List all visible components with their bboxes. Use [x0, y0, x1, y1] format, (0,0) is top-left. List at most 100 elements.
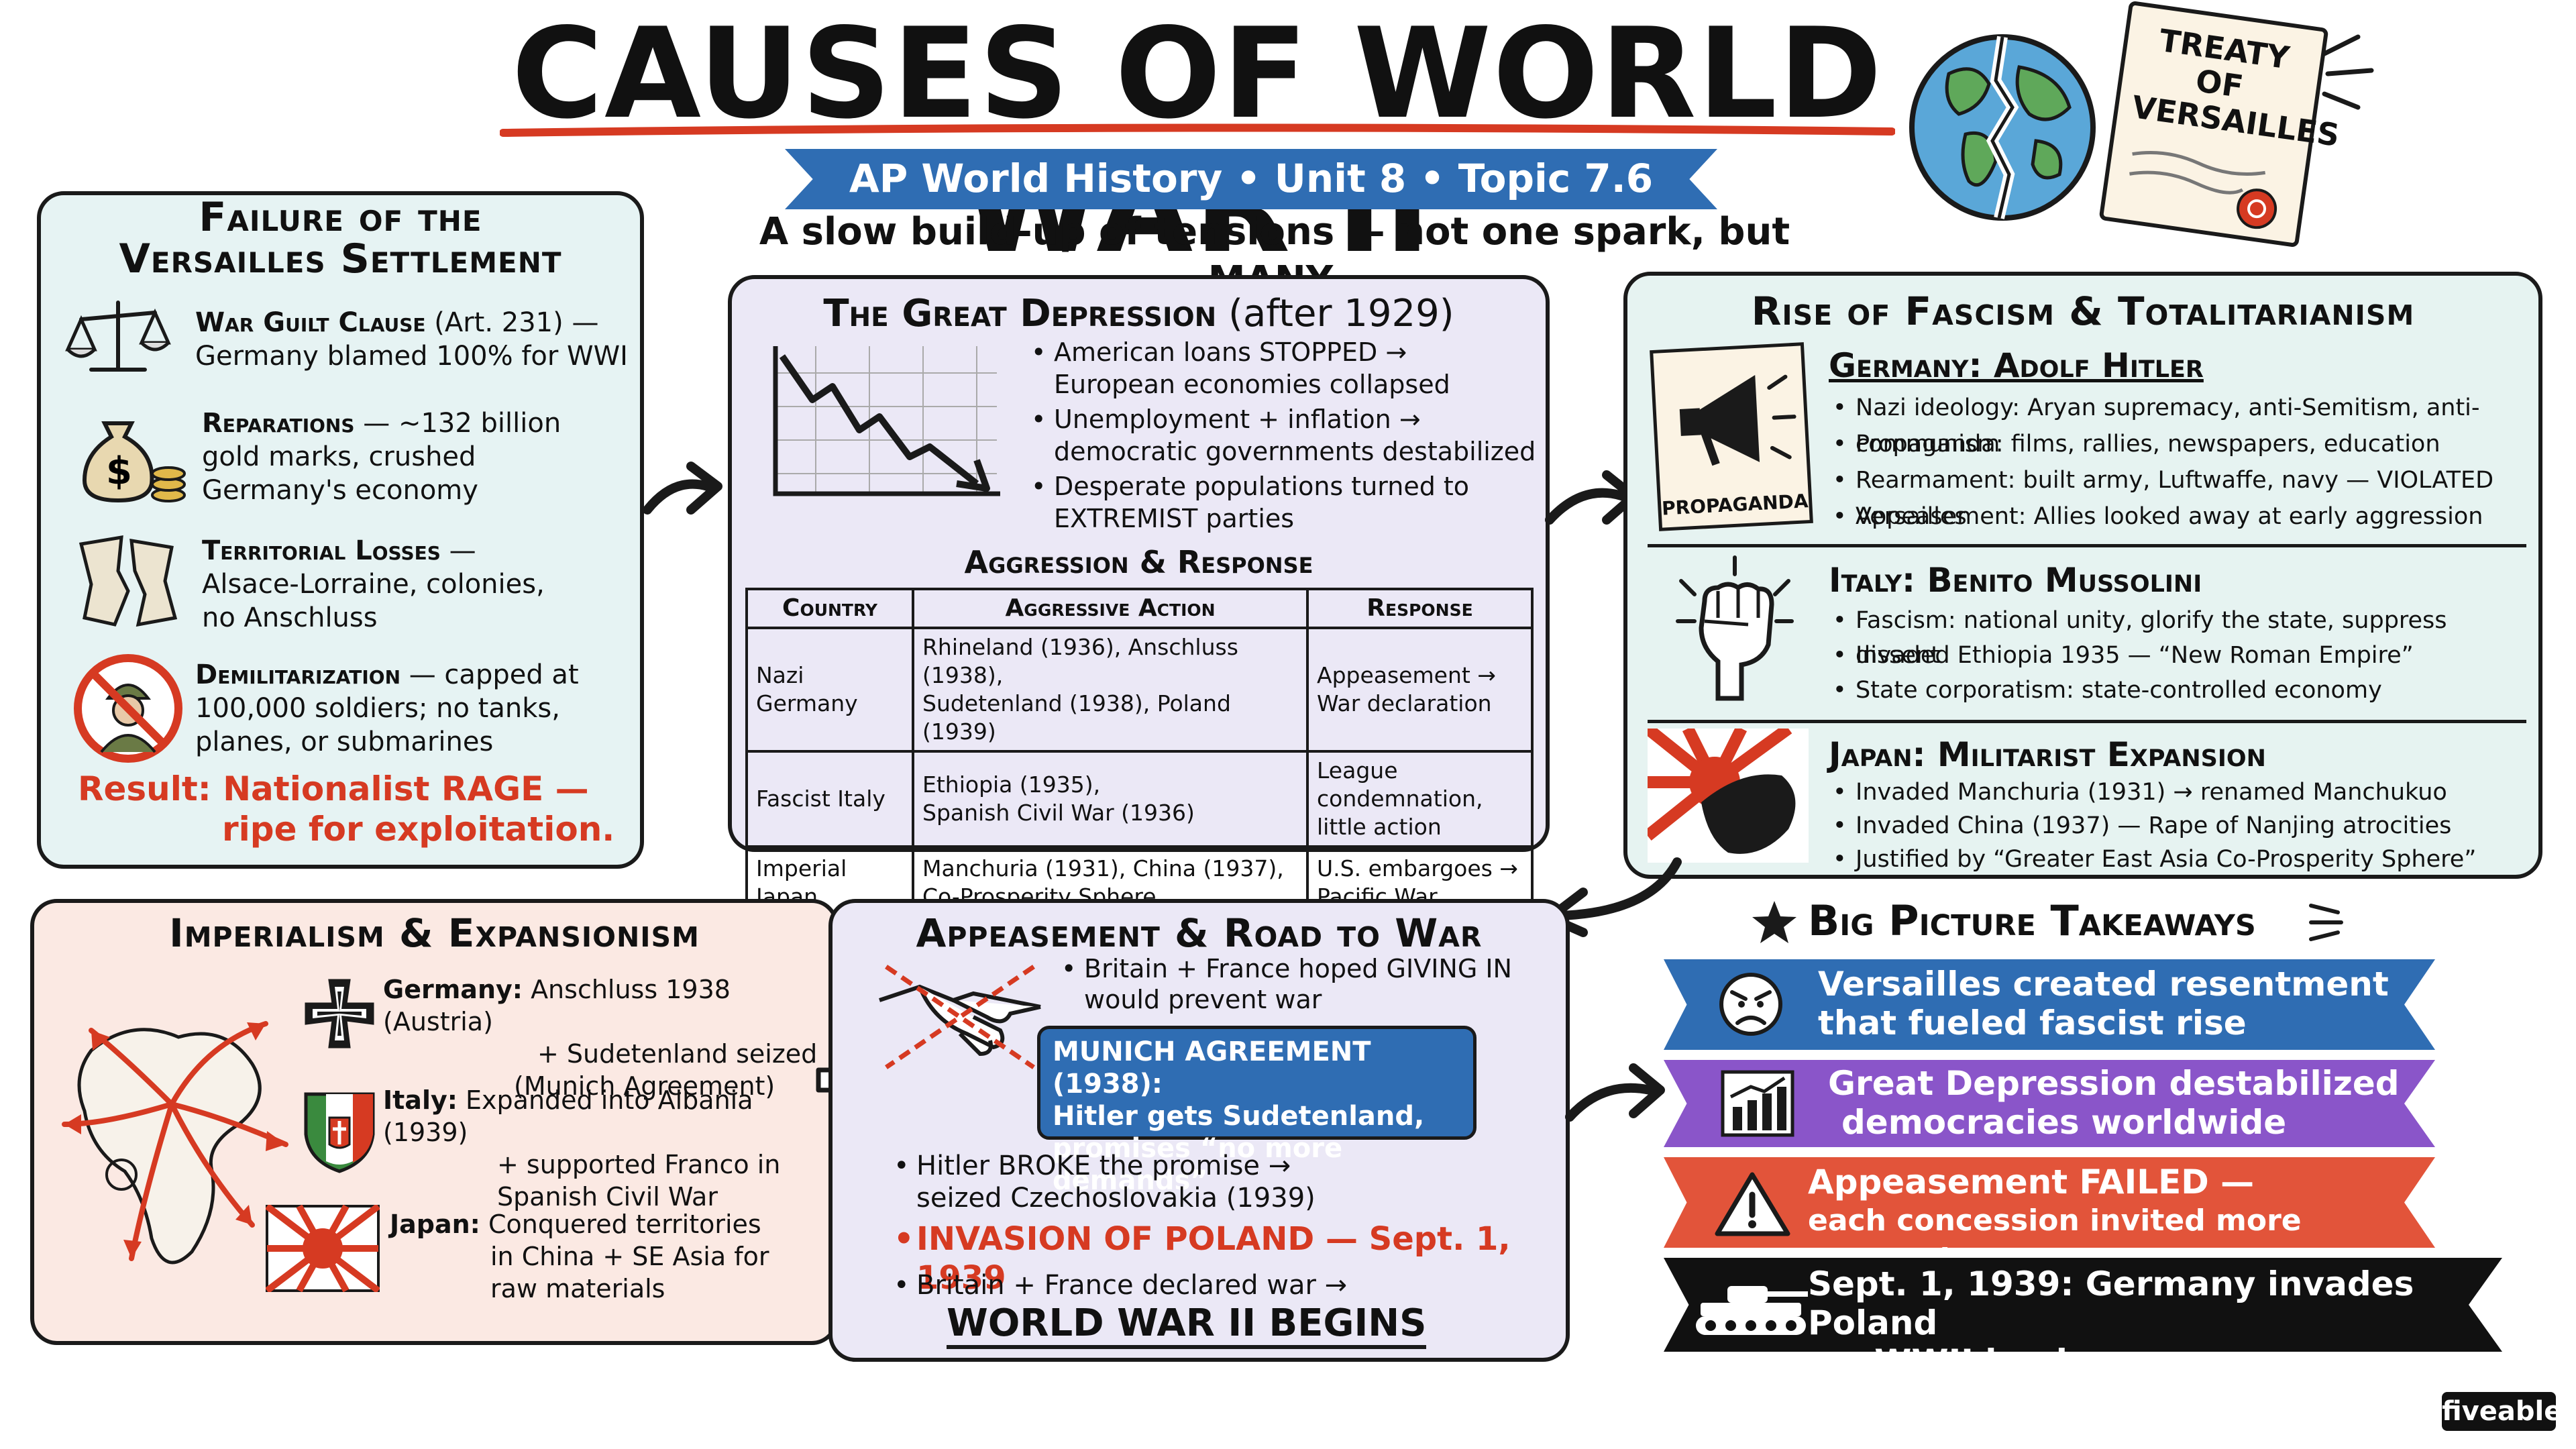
versailles-item-4: Demilitarization — capped at 100,000 sol…: [195, 658, 638, 759]
arrow-right-icon: [1565, 1063, 1665, 1122]
appeasement-bullet-4: Britain + France declared war →: [894, 1269, 1554, 1301]
demilitarization-line2: 100,000 soldiers; no tanks,: [195, 693, 560, 724]
war-guilt-head: War Guilt Clause: [195, 307, 426, 338]
iron-cross-icon: [305, 979, 374, 1049]
cell-line: U.S. embargoes →: [1317, 855, 1518, 881]
rising-sun-flag-icon: [266, 1205, 380, 1292]
cell-line: War declaration: [1317, 690, 1492, 716]
table-cell-action: Rhineland (1936), Anschluss (1938),Sudet…: [912, 627, 1309, 753]
subtitle-banner: [785, 149, 1717, 209]
appeasement-bullet-1: Britain + France hoped GIVING IN would p…: [1061, 953, 1560, 1015]
section-divider: [1648, 720, 2526, 723]
imperialism-country: Japan:: [390, 1210, 480, 1239]
cell-line: Rhineland (1936), Anschluss (1938),: [922, 634, 1238, 688]
depression-bullet-2-l1: Unemployment + inflation →: [1054, 405, 1421, 434]
subtitle-text: AP World History • Unit 8 • Topic 7.6: [849, 156, 1654, 201]
scales-icon: [65, 301, 171, 372]
table-cell-response: League condemnation,little action: [1306, 750, 1534, 848]
imperialism-line: Anschluss 1938 (Austria): [383, 975, 731, 1036]
handshake-icon: [879, 965, 1041, 1069]
reparations-head: Reparations: [202, 408, 355, 439]
raised-fist-icon: [1676, 555, 1794, 701]
star-icon: [1752, 901, 1796, 943]
takeaway-line: Great Depression destabilized: [1828, 1064, 2400, 1103]
imperialism-line: Conquered territories: [488, 1210, 761, 1239]
table-cell-response: Appeasement →War declaration: [1306, 627, 1534, 753]
demilitarization-line3: planes, or submarines: [195, 727, 494, 757]
rising-sun-map-icon: [1648, 729, 1809, 863]
cell-line: Sudetenland (1938), Poland (1939): [922, 690, 1231, 745]
imperialism-panel: Imperialism & Expansionism Germany: Ansc…: [30, 899, 839, 1345]
result-line2: ripe for exploitation.: [222, 810, 615, 849]
appeasement-panel: Appeasement & Road to War Britain + Fran…: [828, 899, 1570, 1362]
propaganda-poster-icon: PROPAGANDA: [1650, 342, 1813, 531]
depression-bullet-2: Unemployment + inflation → democratic go…: [1031, 403, 1537, 468]
angry-face-icon: [1719, 973, 1782, 1036]
takeaway-line: each concession invited more aggression: [1808, 1203, 2302, 1248]
warning-icon: [1715, 1172, 1790, 1236]
japan-bullet: Justified by “Greater East Asia Co-Prosp…: [1833, 843, 2533, 876]
reparations-line3: Germany's economy: [202, 475, 478, 506]
table-header: Response: [1306, 588, 1534, 629]
imperialism-line: in China + SE Asia for: [490, 1242, 769, 1271]
depression-title: The Great Depression (after 1929): [732, 292, 1546, 335]
war-guilt-line2: Germany blamed 100% for WWI: [195, 341, 628, 372]
no-soldier-icon: [74, 654, 182, 763]
svg-text:$: $: [106, 449, 132, 493]
versailles-title-line1: Failure of the: [199, 194, 482, 241]
versailles-result: Result: Nationalist RAGE — ripe for expl…: [78, 769, 635, 849]
table-header: Country: [745, 588, 914, 629]
table-cell-action: Ethiopia (1935),Spanish Civil War (1936): [912, 750, 1309, 848]
bar-chart-icon: [1721, 1070, 1794, 1137]
torn-map-icon: [78, 535, 178, 627]
takeaway-banner-1: Versailles created resentment that fuele…: [1664, 959, 2435, 1050]
depression-title-suffix: (after 1929): [1228, 292, 1454, 335]
depression-bullet-1: American loans STOPPED → European econom…: [1031, 336, 1537, 400]
money-bag-icon: $: [82, 421, 186, 503]
takeaway-line: Appeasement FAILED —: [1808, 1163, 2255, 1201]
falling-chart-icon: [773, 346, 1000, 496]
cell-line: Appeasement →: [1317, 662, 1496, 688]
imperialism-line: + Sudetenland seized: [537, 1039, 818, 1069]
propaganda-label: PROPAGANDA: [1661, 490, 1809, 520]
takeaway-line: democracies worldwide: [1841, 1103, 2287, 1142]
takeaway-line: Sept. 1, 1939: Germany invades Poland: [1808, 1265, 2414, 1342]
takeaway-line: Versailles created resentment: [1818, 965, 2389, 1004]
territorial-head: Territorial Losses: [202, 535, 441, 566]
depression-bullet-3-l1: Desperate populations turned to: [1054, 472, 1470, 501]
title-underline: [500, 123, 1895, 137]
imperialism-italy: Italy: Expanded into Albania (1939) + su…: [383, 1084, 833, 1213]
fascism-panel: Rise of Fascism & Totalitarianism PROPAG…: [1623, 272, 2542, 879]
depression-title-main: The Great Depression: [823, 292, 1217, 335]
table-header-row: Country Aggressive Action Response: [745, 588, 1534, 629]
versailles-item-1: War Guilt Clause (Art. 231) — Germany bl…: [195, 306, 638, 373]
appeasement-b2-l1: Hitler BROKE the promise →: [916, 1150, 1291, 1181]
cell-line: Spanish Civil War (1936): [922, 800, 1195, 826]
imperialism-line: raw materials: [490, 1274, 665, 1303]
imperialism-country: Germany:: [383, 975, 523, 1004]
versailles-panel: Failure of the Versailles Settlement War…: [37, 191, 644, 869]
imperialism-japan: Japan: Conquered territories in China + …: [390, 1208, 833, 1305]
italy-bullet: Invaded Ethiopia 1935 — “New Roman Empir…: [1833, 638, 2533, 673]
emphasis-lines-icon: [2322, 34, 2374, 110]
demilitarization-head: Demilitarization: [195, 659, 400, 690]
germany-bullet: Propaganda: films, rallies, newspapers, …: [1833, 426, 2533, 462]
reparations-rest: — ~132 billion: [363, 408, 561, 439]
versailles-item-2: Reparations — ~132 billion gold marks, c…: [202, 407, 638, 507]
takeaways-heading: Big Picture Takeaways: [1751, 896, 2355, 949]
japan-bullet: Invaded Manchuria (1931) → renamed Manch…: [1833, 775, 2533, 809]
cell-line: Manchuria (1931), China (1937),: [922, 855, 1284, 881]
reparations-line2: gold marks, crushed: [202, 441, 476, 472]
depression-bullet-1-l2: European economies collapsed: [1054, 370, 1450, 399]
wwii-begins-text: WORLD WAR II BEGINS: [947, 1302, 1427, 1349]
fascism-title: Rise of Fascism & Totalitarianism: [1751, 288, 2415, 334]
tank-icon: [1696, 1286, 1808, 1335]
fiveable-logo: fiveable: [2442, 1392, 2562, 1431]
munich-agreement-box: MUNICH AGREEMENT (1938): Hitler gets Sud…: [1037, 1026, 1477, 1196]
territorial-line3: no Anschluss: [202, 602, 378, 633]
table-header: Aggressive Action: [912, 588, 1309, 629]
munich-line: Hitler gets Sudetenland,: [1053, 1101, 1425, 1132]
appeasement-b1-l2: would prevent war: [1084, 985, 1322, 1014]
treaty-label: TREATY OF VERSAILLES: [2129, 21, 2342, 154]
treaty-document-icon: TREATY OF VERSAILLES: [2098, 0, 2342, 248]
